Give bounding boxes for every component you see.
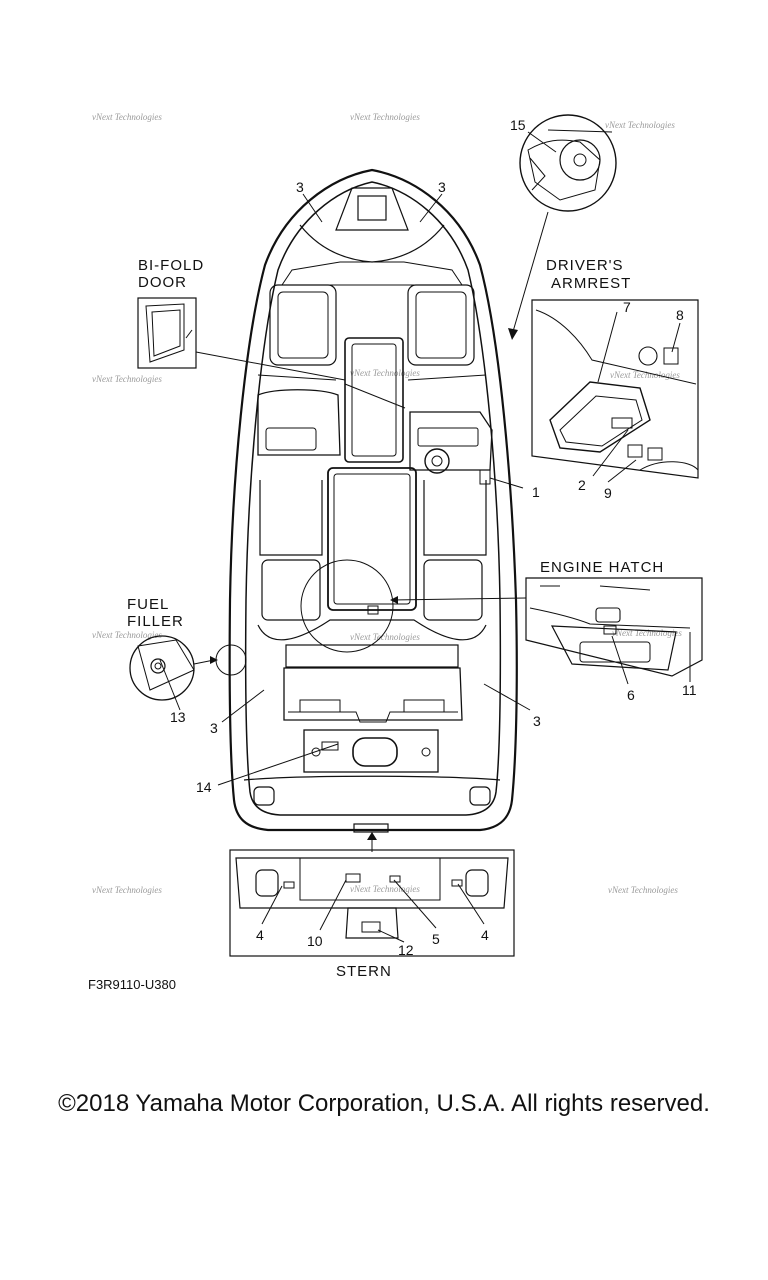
watermark: vNext Technologies — [92, 112, 162, 122]
caption-fuel-filler-line-2: FILLER — [127, 613, 184, 630]
caption-drivers-armrest-line-1: DRIVER'S — [546, 257, 624, 274]
watermark: vNext Technologies — [350, 632, 420, 642]
callout-7: 7 — [623, 299, 631, 315]
callout-10: 10 — [307, 933, 323, 949]
stern-view-inset — [229, 849, 515, 957]
callout-3: 3 — [296, 179, 304, 195]
callout-9: 9 — [604, 485, 612, 501]
boat-hull-top-view — [215, 168, 518, 852]
callout-3: 3 — [533, 713, 541, 729]
caption-stern: STERN — [336, 963, 392, 980]
steering-wheel-inset — [519, 114, 617, 212]
callout-8: 8 — [676, 307, 684, 323]
callout-3: 3 — [438, 179, 446, 195]
watermark: vNext Technologies — [605, 120, 675, 130]
callout-3: 3 — [210, 720, 218, 736]
callout-4: 4 — [256, 927, 264, 943]
callout-2: 2 — [578, 477, 586, 493]
fuel-filler-inset — [129, 635, 195, 701]
watermark: vNext Technologies — [350, 884, 420, 894]
bifold-door-inset — [137, 297, 197, 369]
drivers-armrest-inset — [531, 299, 699, 479]
boat-decal-diagram: vNext Technologies vNext Technologies vN… — [92, 112, 703, 980]
watermark: vNext Technologies — [608, 885, 678, 895]
callout-15: 15 — [510, 117, 526, 133]
watermark: vNext Technologies — [92, 885, 162, 895]
watermarks: vNext Technologies vNext Technologies vN… — [92, 112, 682, 895]
watermark: vNext Technologies — [610, 370, 680, 380]
callout-4: 4 — [481, 927, 489, 943]
engine-hatch-inset — [525, 577, 703, 677]
caption-bifold-door-line-2: DOOR — [138, 274, 187, 291]
leader-lines — [159, 131, 691, 943]
caption-engine-hatch: ENGINE HATCH — [540, 559, 664, 576]
caption-fuel-filler-line-1: FUEL — [127, 596, 169, 613]
watermark: vNext Technologies — [92, 630, 162, 640]
callout-1: 1 — [532, 484, 540, 500]
watermark: vNext Technologies — [612, 628, 682, 638]
caption-bifold-door-line-1: BI-FOLD — [138, 257, 204, 274]
callout-11: 11 — [682, 682, 697, 698]
watermark: vNext Technologies — [350, 112, 420, 122]
callout-13: 13 — [170, 709, 186, 725]
copyright-notice: ©2018 Yamaha Motor Corporation, U.S.A. A… — [58, 1090, 710, 1117]
callout-12: 12 — [398, 942, 414, 958]
watermark: vNext Technologies — [350, 368, 420, 378]
part-code: F3R9110-U380 — [88, 977, 176, 992]
callout-numbers: 3 3 15 1 2 7 8 9 6 11 13 3 3 14 4 10 5 4… — [170, 117, 697, 958]
caption-drivers-armrest-line-2: ARMREST — [551, 275, 631, 292]
callout-14: 14 — [196, 779, 212, 795]
watermark: vNext Technologies — [92, 374, 162, 384]
callout-6: 6 — [627, 687, 635, 703]
callout-5: 5 — [432, 931, 440, 947]
view-captions: BI-FOLD DOOR DRIVER'S ARMREST ENGINE HAT… — [127, 257, 664, 980]
